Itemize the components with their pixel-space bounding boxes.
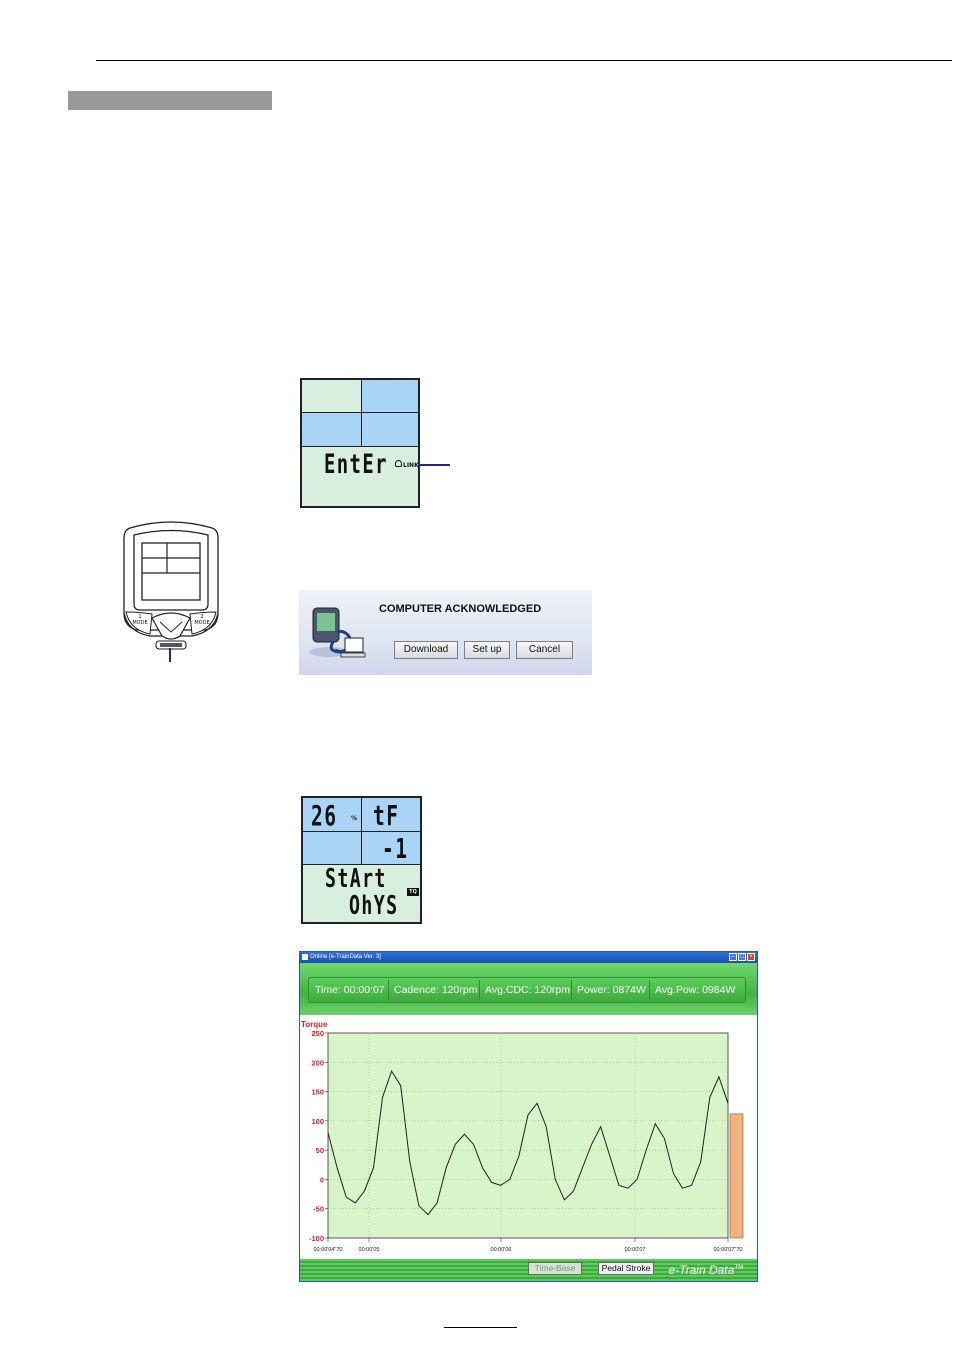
y-tick-label: -100 (309, 1234, 324, 1243)
pedal-stroke-button[interactable]: Pedal Stroke (598, 1262, 654, 1275)
lcd-tf-label: tF (373, 799, 400, 832)
stats-panel: Time: 00:00:07 Cadence: 120rpm Avg.CDC: … (308, 977, 746, 1003)
current-torque-bar (729, 1113, 744, 1239)
page-number-rule (444, 1327, 517, 1328)
lcd-ohys-text: OhYS (349, 891, 399, 921)
mode2-button-label: 2 MODE (194, 614, 210, 626)
cancel-button[interactable]: Cancel (516, 641, 573, 659)
stats-band: Time: 00:00:07 Cadence: 120rpm Avg.CDC: … (300, 963, 757, 1015)
x-tick-label: 00:00'05 (359, 1247, 380, 1253)
x-tick-label: 00:00'04"70 (313, 1247, 342, 1253)
lcd-screen-enter: EntEr LINK (300, 378, 420, 508)
y-tick-label: 50 (316, 1146, 324, 1155)
stat-avg-power: Avg.Pow: 0984W (655, 984, 736, 996)
callout-line-link (418, 464, 450, 466)
y-tick-label: 100 (311, 1117, 324, 1126)
x-tick-label: 00:00'06 (491, 1247, 512, 1253)
close-icon[interactable]: × (747, 953, 755, 961)
y-tick-label: 200 (311, 1058, 324, 1067)
header-rule (96, 60, 952, 61)
lcd-screen-start: 26 % tF -1 StArt OhYS TQ (301, 796, 422, 924)
window-footer: Time-Base Pedal Stroke e-Train DataTM (300, 1259, 757, 1281)
minimize-icon[interactable]: – (729, 953, 737, 961)
plot-area (327, 1032, 729, 1239)
bike-computer-device: 1 MODE 2 MODE (120, 518, 222, 663)
x-tick-label: 00:00'07 (625, 1247, 646, 1253)
lcd-enter-text: EntEr (324, 449, 388, 480)
link-label: LINK (403, 462, 419, 469)
lcd-percent-unit: % (351, 815, 358, 822)
window-title: Online [e-TrainData Ver. 3] (310, 954, 381, 960)
pc-link-icon (307, 602, 367, 662)
dialog-title: COMPUTER ACKNOWLEDGED (379, 603, 542, 615)
stat-power: Power: 0874W (577, 984, 646, 996)
lcd-percent-value: 26 (311, 799, 338, 832)
brand-logo: e-Train DataTM (668, 1263, 743, 1277)
download-button[interactable]: Download (394, 641, 458, 659)
etrain-data-window: Online [e-TrainData Ver. 3] – □ × Time: … (299, 951, 758, 1282)
stat-avg-cadence: Avg.CDC: 120rpm (485, 984, 571, 996)
y-tick-label: -50 (313, 1205, 324, 1214)
time-base-button[interactable]: Time-Base (528, 1262, 582, 1275)
section-heading-bar (68, 91, 272, 110)
stat-time: Time: 00:00:07 (315, 984, 385, 996)
app-icon (302, 954, 308, 960)
link-icon (395, 460, 402, 467)
x-tick-label: 00:00'07"70 (713, 1247, 742, 1253)
y-tick-label: 0 (320, 1175, 324, 1184)
torque-chart: Torque 250 200 150 100 50 0 -50 -100 00:00'04"7… (301, 1020, 744, 1253)
y-tick-label: 250 (311, 1029, 324, 1038)
lcd-start-text: StArt (325, 864, 387, 894)
setup-button[interactable]: Set up (464, 641, 510, 659)
callout-line-port (169, 648, 171, 662)
torque-series-line (327, 1069, 729, 1216)
chart-ylabel: Torque (301, 1020, 328, 1029)
computer-acknowledged-dialog: COMPUTER ACKNOWLEDGED Download Set up Ca… (299, 590, 592, 675)
lcd-offset-value: -1 (382, 832, 409, 865)
stat-cadence: Cadence: 120rpm (394, 984, 478, 996)
window-titlebar: Online [e-TrainData Ver. 3] – □ × (300, 952, 757, 963)
lcd-tq-badge: TQ (407, 888, 419, 896)
mode1-button-label: 1 MODE (132, 614, 148, 626)
maximize-icon[interactable]: □ (738, 953, 746, 961)
y-tick-label: 150 (311, 1088, 324, 1097)
